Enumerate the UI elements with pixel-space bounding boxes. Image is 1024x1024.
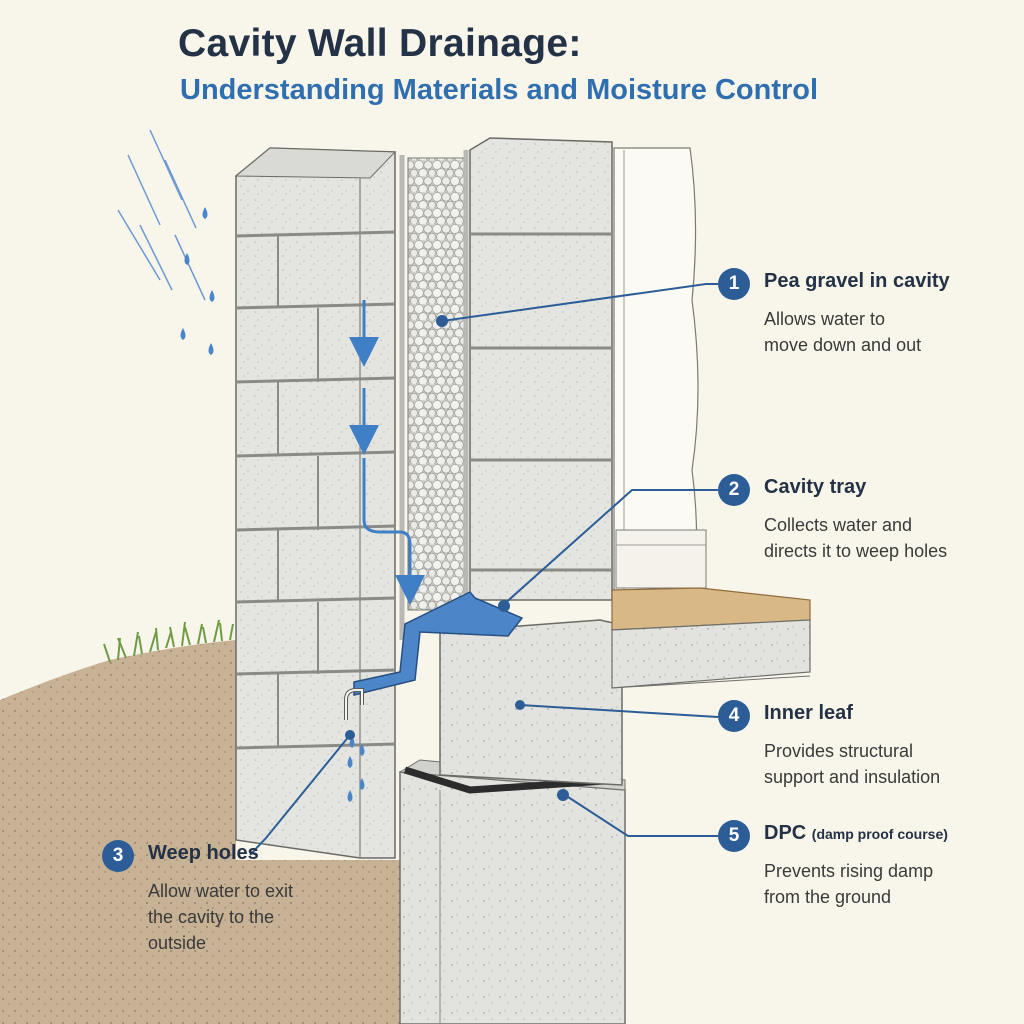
callout-heading: Inner leaf [764,702,853,724]
callout-heading: Cavity tray [764,476,867,498]
callout-number-badge: 4 [718,700,750,732]
callout-heading-sub: (damp proof course) [811,826,948,842]
callout-heading: Pea gravel in cavity [764,270,950,292]
floor-slab [611,619,811,689]
leader-2 [501,489,718,607]
cavity-gravel [407,157,465,611]
callout-number-badge: 1 [718,268,750,300]
inner-leaf-upper [469,137,613,601]
callout-number-badge: 5 [718,820,750,852]
timber-floor [611,587,811,631]
dpc-membrane [403,766,621,794]
skirting-board [615,529,707,589]
leader-dots [345,315,569,801]
cavity-tray [353,591,524,696]
grass [103,619,234,663]
callout-description: Provides structural support and insulati… [764,741,941,787]
callout-number-badge: 3 [102,840,134,872]
diagram-title: Cavity Wall Drainage: [178,22,582,65]
leader-5 [564,794,718,837]
diagram-subtitle: Understanding Materials and Moisture Con… [180,74,819,106]
water-flow-arrows [349,300,425,605]
callout-heading: DPC (damp proof course) [764,822,948,844]
callout-description: Prevents rising damp from the ground [764,861,934,907]
callout-number-badge: 2 [718,474,750,506]
callout-description: Allow water to exit the cavity to the ou… [148,881,294,953]
callout-description: Allows water to move down and out [764,309,922,355]
rain-streaks [117,129,206,301]
callout-heading: Weep holes [148,842,259,864]
callout-description: Collects water and directs it to weep ho… [764,515,948,561]
raindrops [180,207,215,355]
leader-3 [249,734,351,856]
outer-leaf [234,147,397,859]
interior-wall [613,147,699,591]
leader-1 [441,283,718,322]
inner-leaf-block [439,619,623,786]
ground-soil [0,640,400,1024]
weep-drops [347,736,365,802]
leader-lines [249,283,719,856]
leader-4 [519,704,719,718]
foundation-block [399,771,626,1024]
